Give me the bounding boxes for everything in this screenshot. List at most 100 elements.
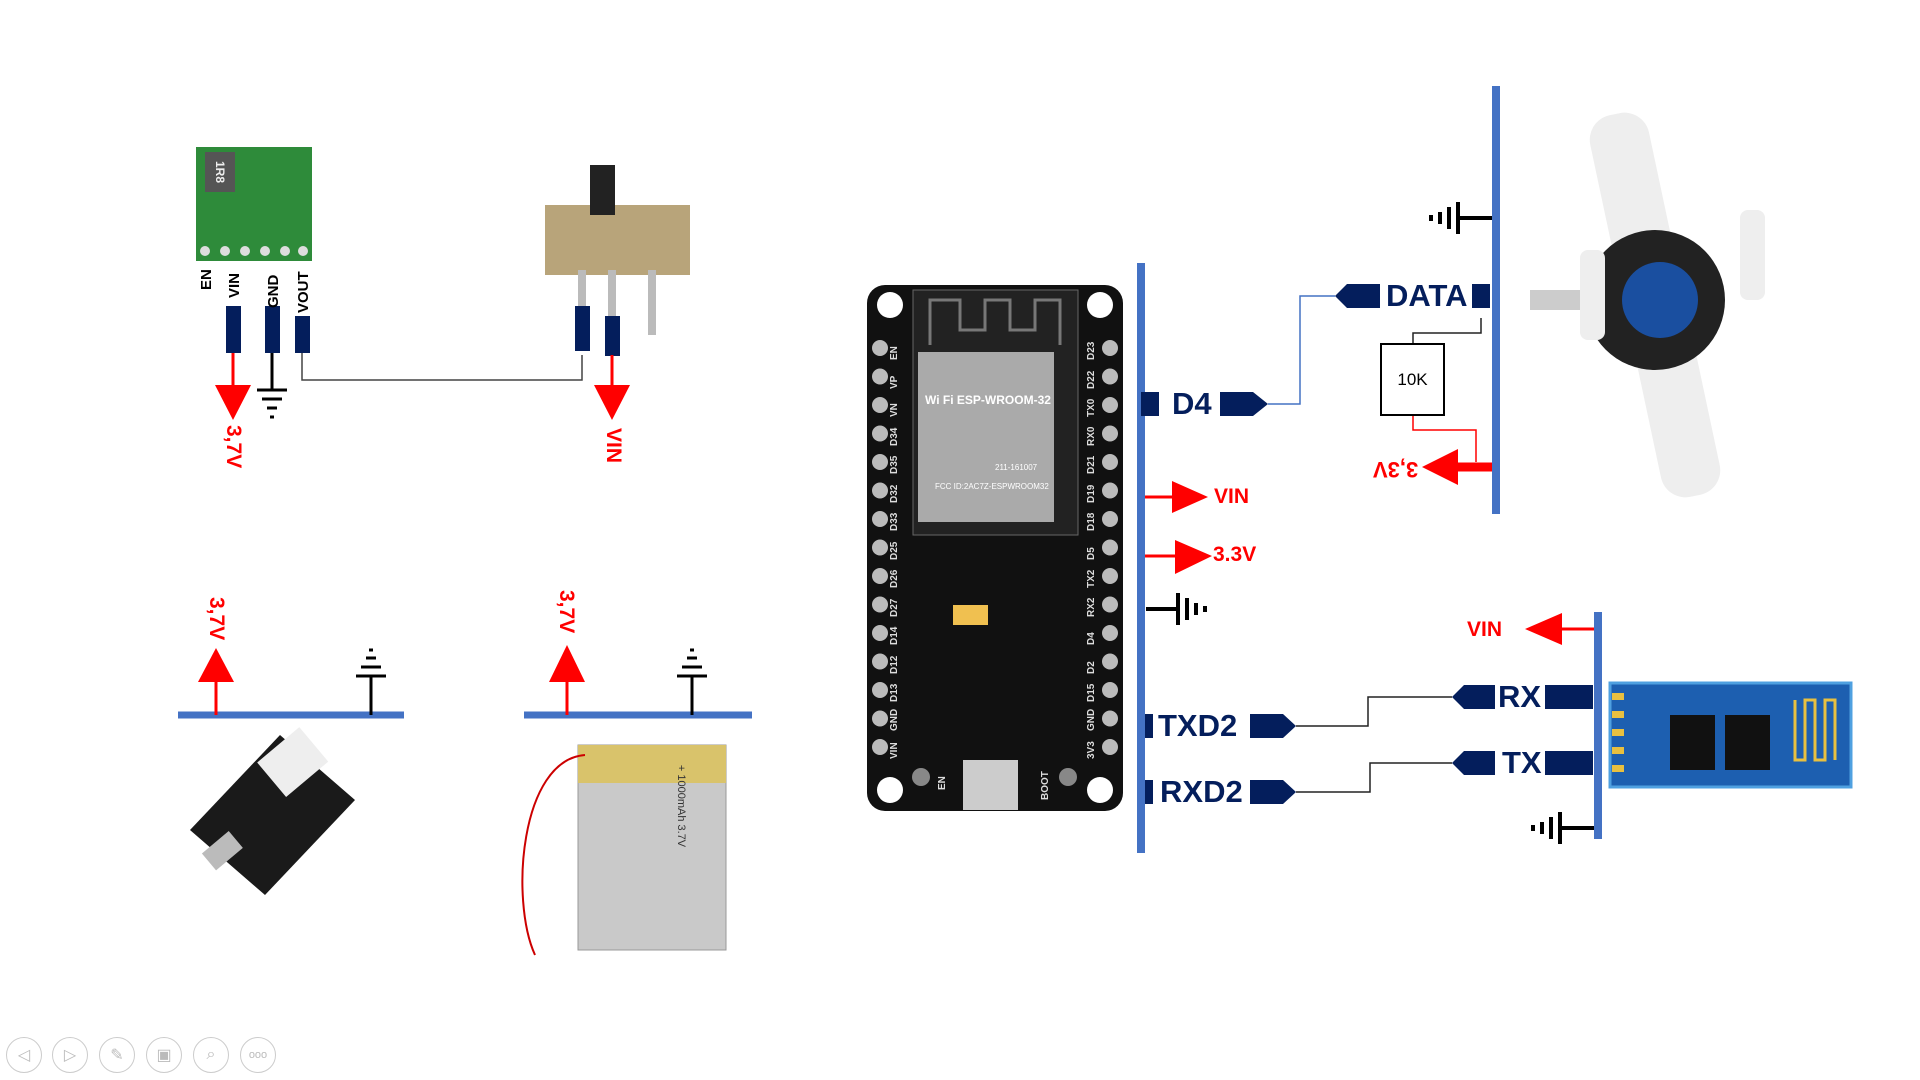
esp-pin-label: D34 bbox=[889, 427, 900, 446]
regulator-mark: 1R8 bbox=[213, 160, 228, 184]
label-vin-switch: VIN bbox=[602, 428, 625, 464]
usb-port bbox=[963, 760, 1018, 810]
esp-pin-label: D13 bbox=[889, 683, 900, 702]
label-rx: RX bbox=[1498, 679, 1542, 714]
esp-pin-hole bbox=[1102, 596, 1118, 613]
esp-pin-hole bbox=[1102, 425, 1118, 442]
more-button[interactable]: ooo bbox=[240, 1037, 276, 1073]
label-rxd2: RXD2 bbox=[1160, 774, 1243, 809]
regulator-mark-wrap: 1R8 bbox=[210, 158, 230, 186]
esp-fcc: FCC ID:2AC7Z-ESPWROOM32 bbox=[935, 482, 1049, 491]
slide-switch-image bbox=[545, 165, 690, 335]
esp-pin-hole bbox=[872, 596, 888, 613]
esp-pin-label: D4 bbox=[1086, 632, 1097, 645]
esp-pin-hole bbox=[872, 539, 888, 556]
esp-pin-label: D19 bbox=[1086, 484, 1097, 503]
esp-pin-hole bbox=[1102, 739, 1118, 755]
esp-pin-hole bbox=[872, 340, 888, 356]
pin-label-vin: VIN bbox=[226, 272, 243, 298]
ground-icon bbox=[257, 353, 287, 419]
label-tx: TX bbox=[1502, 745, 1542, 780]
label-3v3-flipped: 3,3V bbox=[1373, 457, 1419, 482]
zoom-button[interactable]: ⌕ bbox=[193, 1037, 229, 1073]
esp-cert: 211-161007 bbox=[995, 463, 1038, 472]
label-d4: D4 bbox=[1172, 386, 1212, 421]
esp-pin-hole bbox=[872, 653, 888, 670]
esp-pin-hole bbox=[872, 511, 888, 527]
slides-icon: ▣ bbox=[156, 1047, 172, 1064]
esp-pin-label: D22 bbox=[1086, 370, 1097, 389]
esp-pin-label: D35 bbox=[889, 455, 900, 474]
charger-board-image bbox=[190, 727, 355, 895]
esp-pin-label: D33 bbox=[889, 512, 900, 531]
esp-pin-label: VIN bbox=[889, 742, 900, 759]
esp-pin-hole bbox=[1102, 482, 1118, 499]
previous-slide-button[interactable]: ◁ bbox=[6, 1037, 42, 1073]
esp-pin-hole bbox=[1102, 653, 1118, 670]
esp-pin-hole bbox=[872, 368, 888, 385]
esp-pin-hole bbox=[1102, 397, 1118, 413]
label-data: DATA bbox=[1386, 278, 1468, 313]
regulator-pins bbox=[226, 306, 310, 353]
esp-pin-label: VN bbox=[889, 403, 900, 417]
label-3v7-charger: 3,7V bbox=[205, 597, 228, 641]
esp-pin-hole bbox=[1102, 539, 1118, 556]
regulator-inductor bbox=[205, 152, 235, 192]
esp-pin-hole bbox=[872, 482, 888, 499]
esp-pin-label: D23 bbox=[1086, 341, 1097, 360]
label-vin-bt: VIN bbox=[1467, 618, 1503, 641]
esp-pin-hole bbox=[1102, 511, 1118, 527]
pen-icon: ✎ bbox=[110, 1047, 124, 1064]
previous-icon: ◁ bbox=[17, 1047, 31, 1064]
lipo-battery-image bbox=[521, 744, 727, 956]
esp-pin-hole bbox=[1102, 454, 1118, 470]
esp-pin-label: TX0 bbox=[1086, 398, 1097, 417]
esp-pin-hole bbox=[1102, 682, 1118, 698]
esp-pin-hole bbox=[872, 625, 888, 641]
more-icon: ooo bbox=[248, 1049, 268, 1061]
esp-pin-label: GND bbox=[889, 708, 900, 731]
esp-pin-label: TX2 bbox=[1086, 569, 1097, 588]
label-3v7-battery: 3,7V bbox=[555, 590, 578, 634]
esp-pin-label: D5 bbox=[1086, 546, 1097, 560]
battery-print: + 1000mAh 3.7V bbox=[675, 764, 688, 848]
arrow-3v7 bbox=[215, 385, 251, 420]
esp-pin-label: D15 bbox=[1086, 683, 1097, 702]
pen-button[interactable]: ✎ bbox=[99, 1037, 135, 1073]
en-button-label: EN bbox=[937, 776, 948, 790]
esp-pin-label: D32 bbox=[889, 484, 900, 503]
esp-pin-hole bbox=[872, 739, 888, 755]
slides-button[interactable]: ▣ bbox=[146, 1037, 182, 1073]
esp-pin-label: D21 bbox=[1086, 455, 1097, 474]
esp-pin-hole bbox=[1102, 710, 1118, 727]
esp-pin-hole bbox=[1102, 368, 1118, 385]
esp-pin-label: RX2 bbox=[1086, 597, 1097, 617]
next-icon: ▷ bbox=[63, 1047, 77, 1064]
label-3v7-regulator: 3,7V bbox=[222, 425, 245, 469]
next-slide-button[interactable]: ▷ bbox=[52, 1037, 88, 1073]
flow-sensor-image bbox=[1530, 112, 1765, 498]
esp-pin-label: EN bbox=[889, 346, 900, 360]
label-3v3: 3.3V bbox=[1213, 543, 1257, 566]
esp-pin-label: D12 bbox=[889, 655, 900, 674]
pin-label-gnd: GND bbox=[265, 274, 282, 308]
esp-pin-hole bbox=[872, 568, 888, 584]
esp-pin-hole bbox=[872, 425, 888, 442]
ground-icon bbox=[1146, 593, 1207, 625]
label-txd2: TXD2 bbox=[1158, 708, 1238, 743]
esp-pin-label: D14 bbox=[889, 626, 900, 645]
esp-pin-label: VP bbox=[889, 375, 900, 389]
esp-pin-hole bbox=[872, 710, 888, 727]
esp-pin-hole bbox=[872, 397, 888, 413]
bluetooth-module-image bbox=[1608, 681, 1853, 789]
resistor-10k: 10K bbox=[1380, 343, 1445, 416]
esp-pin-hole bbox=[872, 682, 888, 698]
esp-pin-label: D25 bbox=[889, 541, 900, 560]
esp-pin-label: D2 bbox=[1086, 660, 1097, 674]
esp-pin-hole bbox=[1102, 625, 1118, 641]
esp-pin-label: D26 bbox=[889, 569, 900, 588]
esp-pin-hole bbox=[1102, 568, 1118, 584]
esp-pin-label: GND bbox=[1086, 708, 1097, 731]
zoom-icon: ⌕ bbox=[206, 1046, 216, 1063]
esp-module-label: Wi Fi ESP-WROOM-32 bbox=[925, 393, 1051, 407]
